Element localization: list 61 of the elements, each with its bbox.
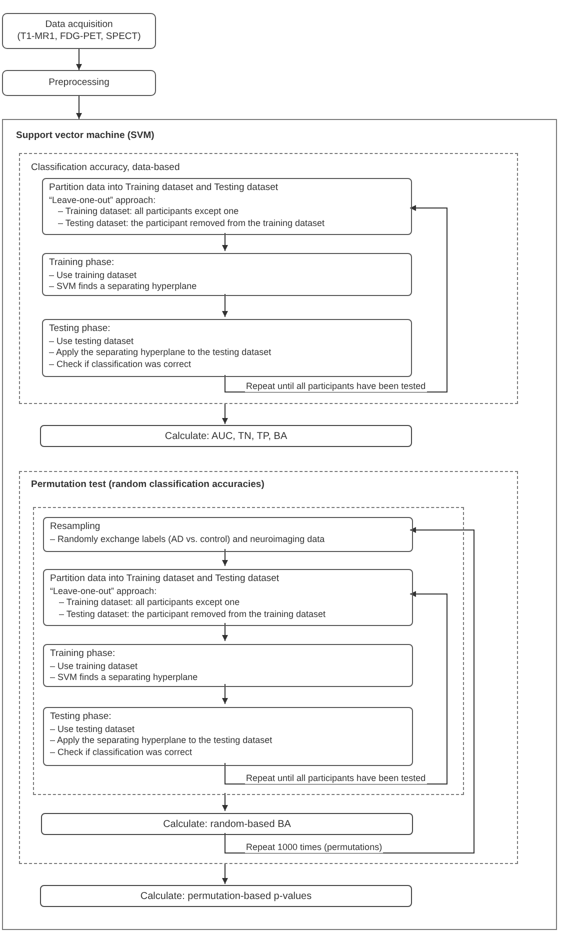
arrow xyxy=(222,232,228,252)
result-box xyxy=(41,813,413,835)
step-heading: Training phase: xyxy=(49,257,114,268)
arrow xyxy=(222,792,228,812)
loop-arrow xyxy=(224,591,448,784)
step-heading: Partition data into Training dataset and Testing dataset xyxy=(50,573,280,584)
step-heading: Testing phase: xyxy=(50,711,112,722)
step-text: – Testing dataset: the participant removed from the training dataset xyxy=(57,218,324,229)
step-text: – Check if classification was correct xyxy=(50,746,192,758)
group-title: Permutation test (random classification accuracies) xyxy=(31,479,264,490)
step-label: (T1-MR1, FDG-PET, SPECT) xyxy=(17,31,141,43)
process-box xyxy=(43,644,413,687)
group-title: Support vector machine (SVM) xyxy=(16,130,154,141)
step-text: – Use testing dataset xyxy=(49,336,134,347)
result-box xyxy=(40,885,412,907)
process-box xyxy=(42,319,412,377)
result-box xyxy=(40,425,412,447)
arrow xyxy=(76,96,82,120)
arrow xyxy=(222,548,228,566)
arrow xyxy=(222,294,228,318)
edge-label: Repeat until all participants have been tested xyxy=(245,773,427,784)
process-box xyxy=(2,70,156,96)
step-label: Calculate: permutation-based p-values xyxy=(140,890,312,902)
step-heading: Partition data into Training dataset and Testing dataset xyxy=(49,182,278,194)
arrow xyxy=(222,402,228,424)
arrow xyxy=(222,862,228,884)
arrow xyxy=(76,48,82,70)
step-text: – SVM finds a separating hyperplane xyxy=(49,281,197,292)
step-text: – Training dataset: all participants except one xyxy=(58,597,240,608)
step-heading: Testing phase: xyxy=(49,323,110,334)
process-box xyxy=(43,569,413,626)
step-text: “Leave-one-out” approach: xyxy=(50,586,157,597)
step-text: – Use training dataset xyxy=(50,660,138,672)
step-text: “Leave-one-out” approach: xyxy=(49,194,156,206)
loop-arrow xyxy=(224,527,474,854)
step-text: – Testing dataset: the participant removed from the training dataset xyxy=(58,608,326,620)
process-box xyxy=(42,253,412,296)
step-heading: Resampling xyxy=(50,521,100,532)
edge-label: Repeat 1000 times (permutations) xyxy=(245,842,384,853)
step-text: – Use testing dataset xyxy=(50,724,135,735)
step-heading: Training phase: xyxy=(50,648,116,660)
step-text: – Randomly exchange labels (AD vs. control) and neuroimaging data xyxy=(50,534,325,545)
step-label: Preprocessing xyxy=(48,77,110,89)
step-label: Calculate: random-based BA xyxy=(163,818,291,830)
group-title: Classification accuracy, data-based xyxy=(31,162,180,173)
loop-arrow xyxy=(224,205,448,392)
step-text: – Apply the separating hyperplane to the testing dataset xyxy=(49,347,272,358)
step-label: Data acquisition xyxy=(45,19,113,31)
step-text: – SVM finds a separating hyperplane xyxy=(50,672,198,684)
process-box xyxy=(42,178,412,235)
arrow xyxy=(222,684,228,704)
step-label: Calculate: AUC, TN, TP, BA xyxy=(164,430,288,442)
step-text: – Use training dataset xyxy=(49,270,137,281)
process-box xyxy=(2,13,156,49)
arrow xyxy=(222,622,228,642)
edge-label: Repeat until all participants have been tested xyxy=(245,381,427,392)
step-text: – Training dataset: all participants except one xyxy=(57,206,239,218)
step-text: – Apply the separating hyperplane to the testing dataset xyxy=(50,735,272,746)
process-box xyxy=(43,517,413,552)
process-box xyxy=(43,707,413,766)
step-text: – Check if classification was correct xyxy=(49,358,192,370)
